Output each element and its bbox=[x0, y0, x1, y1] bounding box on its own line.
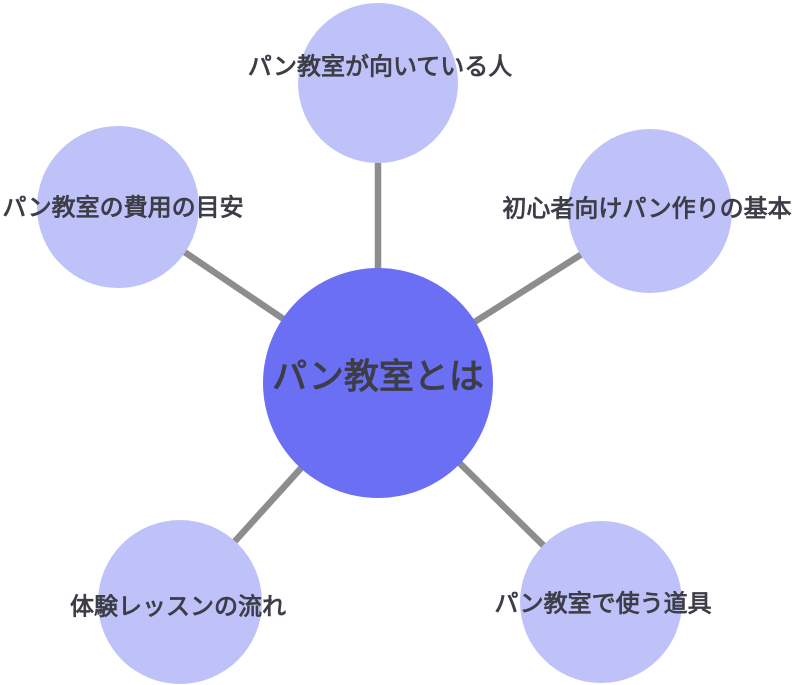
node-circle-lower-left bbox=[98, 520, 262, 684]
center-node-label: パン教室とは bbox=[272, 357, 484, 397]
node-label-upper-right: 初心者向けパン作りの基本 bbox=[502, 195, 791, 223]
node-circle-upper-right bbox=[568, 129, 732, 293]
center-node-circle bbox=[263, 268, 493, 498]
node-circle-upper-left bbox=[37, 126, 199, 288]
node-label-upper-left: パン教室の費用の目安 bbox=[2, 194, 243, 222]
node-circle-lower-right bbox=[520, 521, 682, 683]
node-label-lower-right: パン教室で使う道具 bbox=[494, 590, 711, 618]
node-circle-top bbox=[298, 3, 458, 163]
node-label-lower-left: 体験レッスンの流れ bbox=[70, 594, 286, 621]
node-label-top: パン教室が向いている人 bbox=[248, 53, 512, 81]
